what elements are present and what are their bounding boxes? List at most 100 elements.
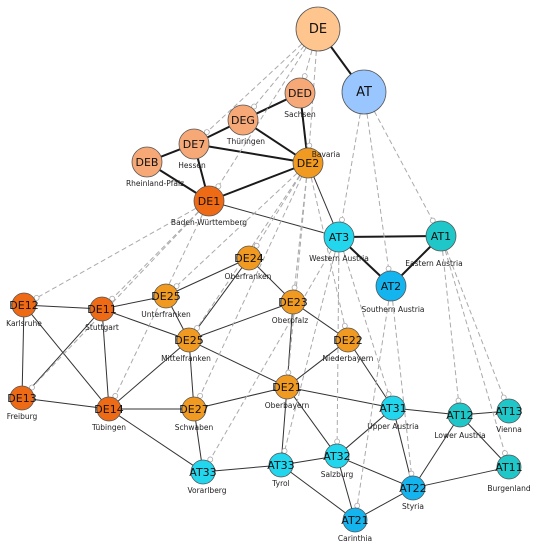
node-circle[interactable] (178, 128, 210, 160)
node-at[interactable]: AT (341, 69, 387, 115)
edge-normal-DE25b-DE27 (189, 351, 194, 398)
edge-normal-DE12-DE11 (35, 305, 91, 309)
edge-normal-AT22-AT11 (424, 469, 498, 486)
node-id-label: AT21 (341, 514, 368, 527)
node-circle[interactable] (236, 245, 262, 271)
node-circle[interactable] (131, 146, 163, 178)
node-id-label: DE14 (94, 403, 123, 416)
node-circle[interactable] (292, 147, 324, 179)
node-id-label: DE11 (87, 303, 116, 316)
node-id-label: DE21 (272, 381, 301, 394)
edge-arrowhead (385, 265, 392, 272)
node-region-label: Niederbayern (323, 354, 374, 363)
node-circle[interactable] (425, 220, 457, 252)
node-circle[interactable] (342, 507, 368, 533)
node-circle[interactable] (181, 396, 207, 422)
node-circle[interactable] (11, 292, 37, 318)
node-circle[interactable] (96, 396, 122, 422)
edge-dashed-DE2-DE27 (198, 176, 303, 399)
edge-arrowhead (339, 216, 345, 223)
node-circle[interactable] (89, 296, 115, 322)
node-circle[interactable] (284, 77, 316, 109)
edge-strong-DEG-DE7 (207, 125, 230, 139)
node-circle[interactable] (9, 385, 35, 411)
edge-dashed-AT3-AT33b (283, 251, 336, 454)
node-circle[interactable] (496, 398, 522, 424)
node-circle[interactable] (496, 454, 522, 480)
node-circle[interactable] (335, 327, 361, 353)
edge-normal-DE11-DE14 (102, 320, 109, 398)
edge-dashed-AT2-AT22 (392, 300, 413, 477)
edge-normal-DE11-DE25b (113, 312, 178, 337)
edge-arrowhead (334, 438, 341, 445)
node-circle[interactable] (295, 6, 341, 52)
edge-normal-DE27-AT33a (195, 420, 202, 461)
node-circle[interactable] (380, 395, 406, 421)
node-id-label: DE22 (333, 334, 362, 347)
node-id-label: DE13 (7, 392, 36, 405)
edge-arrowhead (203, 129, 210, 136)
edge-arrowhead (194, 325, 200, 331)
node-circle[interactable] (323, 221, 355, 253)
node-circle[interactable] (375, 270, 407, 302)
edge-normal-AT31-AT12 (404, 408, 449, 415)
node-circle[interactable] (153, 283, 179, 309)
node-circle[interactable] (227, 104, 259, 136)
edge-strong-AT3-AT2 (349, 246, 381, 277)
node-circle[interactable] (190, 459, 216, 485)
edge-normal-DE14-AT33a (118, 415, 194, 466)
node-id-label: AT22 (399, 482, 426, 495)
node-circle[interactable] (280, 289, 306, 315)
node-de[interactable]: DE (295, 6, 341, 52)
edge-normal-AT31-AT22 (395, 419, 411, 477)
edge-dashed-AT-AT2 (366, 113, 390, 272)
edge-dashed-DE1-DE11 (110, 211, 199, 301)
edge-normal-DE25a-DE24 (176, 262, 239, 292)
node-region-label: Western Austria (309, 254, 369, 263)
edge-normal-AT32-AT31 (345, 415, 385, 449)
node-circle[interactable] (176, 327, 202, 353)
edge-normal-AT33b-AT32 (292, 457, 326, 464)
edge-arrowhead (109, 295, 116, 302)
node-circle[interactable] (400, 475, 426, 501)
node-circle[interactable] (324, 443, 350, 469)
node-circle[interactable] (341, 69, 387, 115)
node-circle[interactable] (268, 452, 294, 478)
node-circle[interactable] (274, 374, 300, 400)
node-circle[interactable] (447, 402, 473, 428)
edge-normal-DE21-AT33b (281, 398, 287, 454)
node-region-label: Karlsruhe (6, 319, 42, 328)
edge-normal-DE22-DE21 (296, 346, 339, 381)
node-circle[interactable] (193, 185, 225, 217)
